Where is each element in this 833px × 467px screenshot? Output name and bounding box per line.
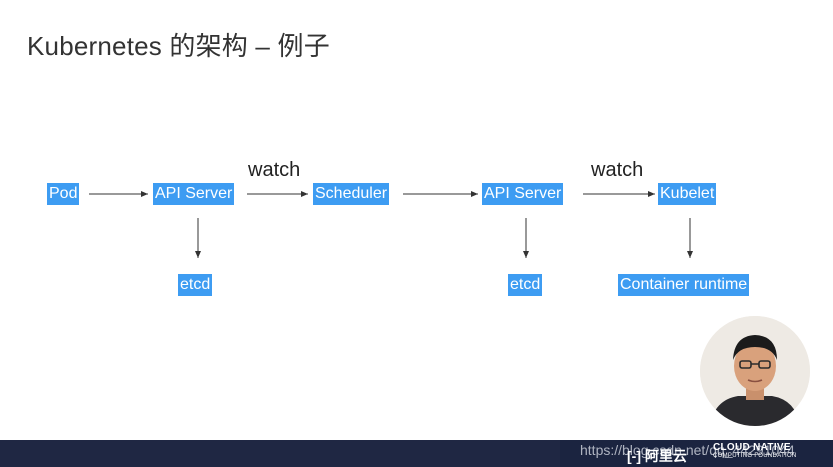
node-container-runtime: Container runtime — [618, 274, 750, 296]
edge-label-watch-1: watch — [248, 159, 301, 181]
page-title: Kubernetes 的架构 – 例子 — [27, 31, 330, 61]
footer-bar — [0, 440, 833, 467]
aliyun-logo-text: 阿里云 — [644, 448, 687, 464]
edge-label-watch-2: watch — [591, 159, 644, 181]
cncf-logo-line1: CLOUD NATIVE — [713, 442, 791, 453]
presenter-webcam-icon — [700, 316, 810, 426]
aliyun-logo: [-] 阿里云 — [627, 446, 687, 466]
cncf-logo-line2: COMPUTING FOUNDATION — [713, 453, 797, 459]
node-api-server-1: API Server — [153, 183, 235, 205]
aliyun-logo-icon: [-] — [627, 448, 641, 464]
node-kubelet: Kubelet — [658, 183, 717, 205]
cncf-logo: CLOUD NATIVE COMPUTING FOUNDATION — [713, 443, 797, 461]
node-api-server-2: API Server — [482, 183, 564, 205]
url-watermark: https://blog.csdn.net/qq_44291044 — [580, 442, 795, 458]
node-scheduler: Scheduler — [313, 183, 390, 205]
presenter-avatar — [700, 316, 810, 426]
footer-bar-left — [0, 440, 560, 467]
node-pod: Pod — [47, 183, 80, 205]
node-etcd-2: etcd — [508, 274, 543, 296]
node-etcd-1: etcd — [178, 274, 213, 296]
